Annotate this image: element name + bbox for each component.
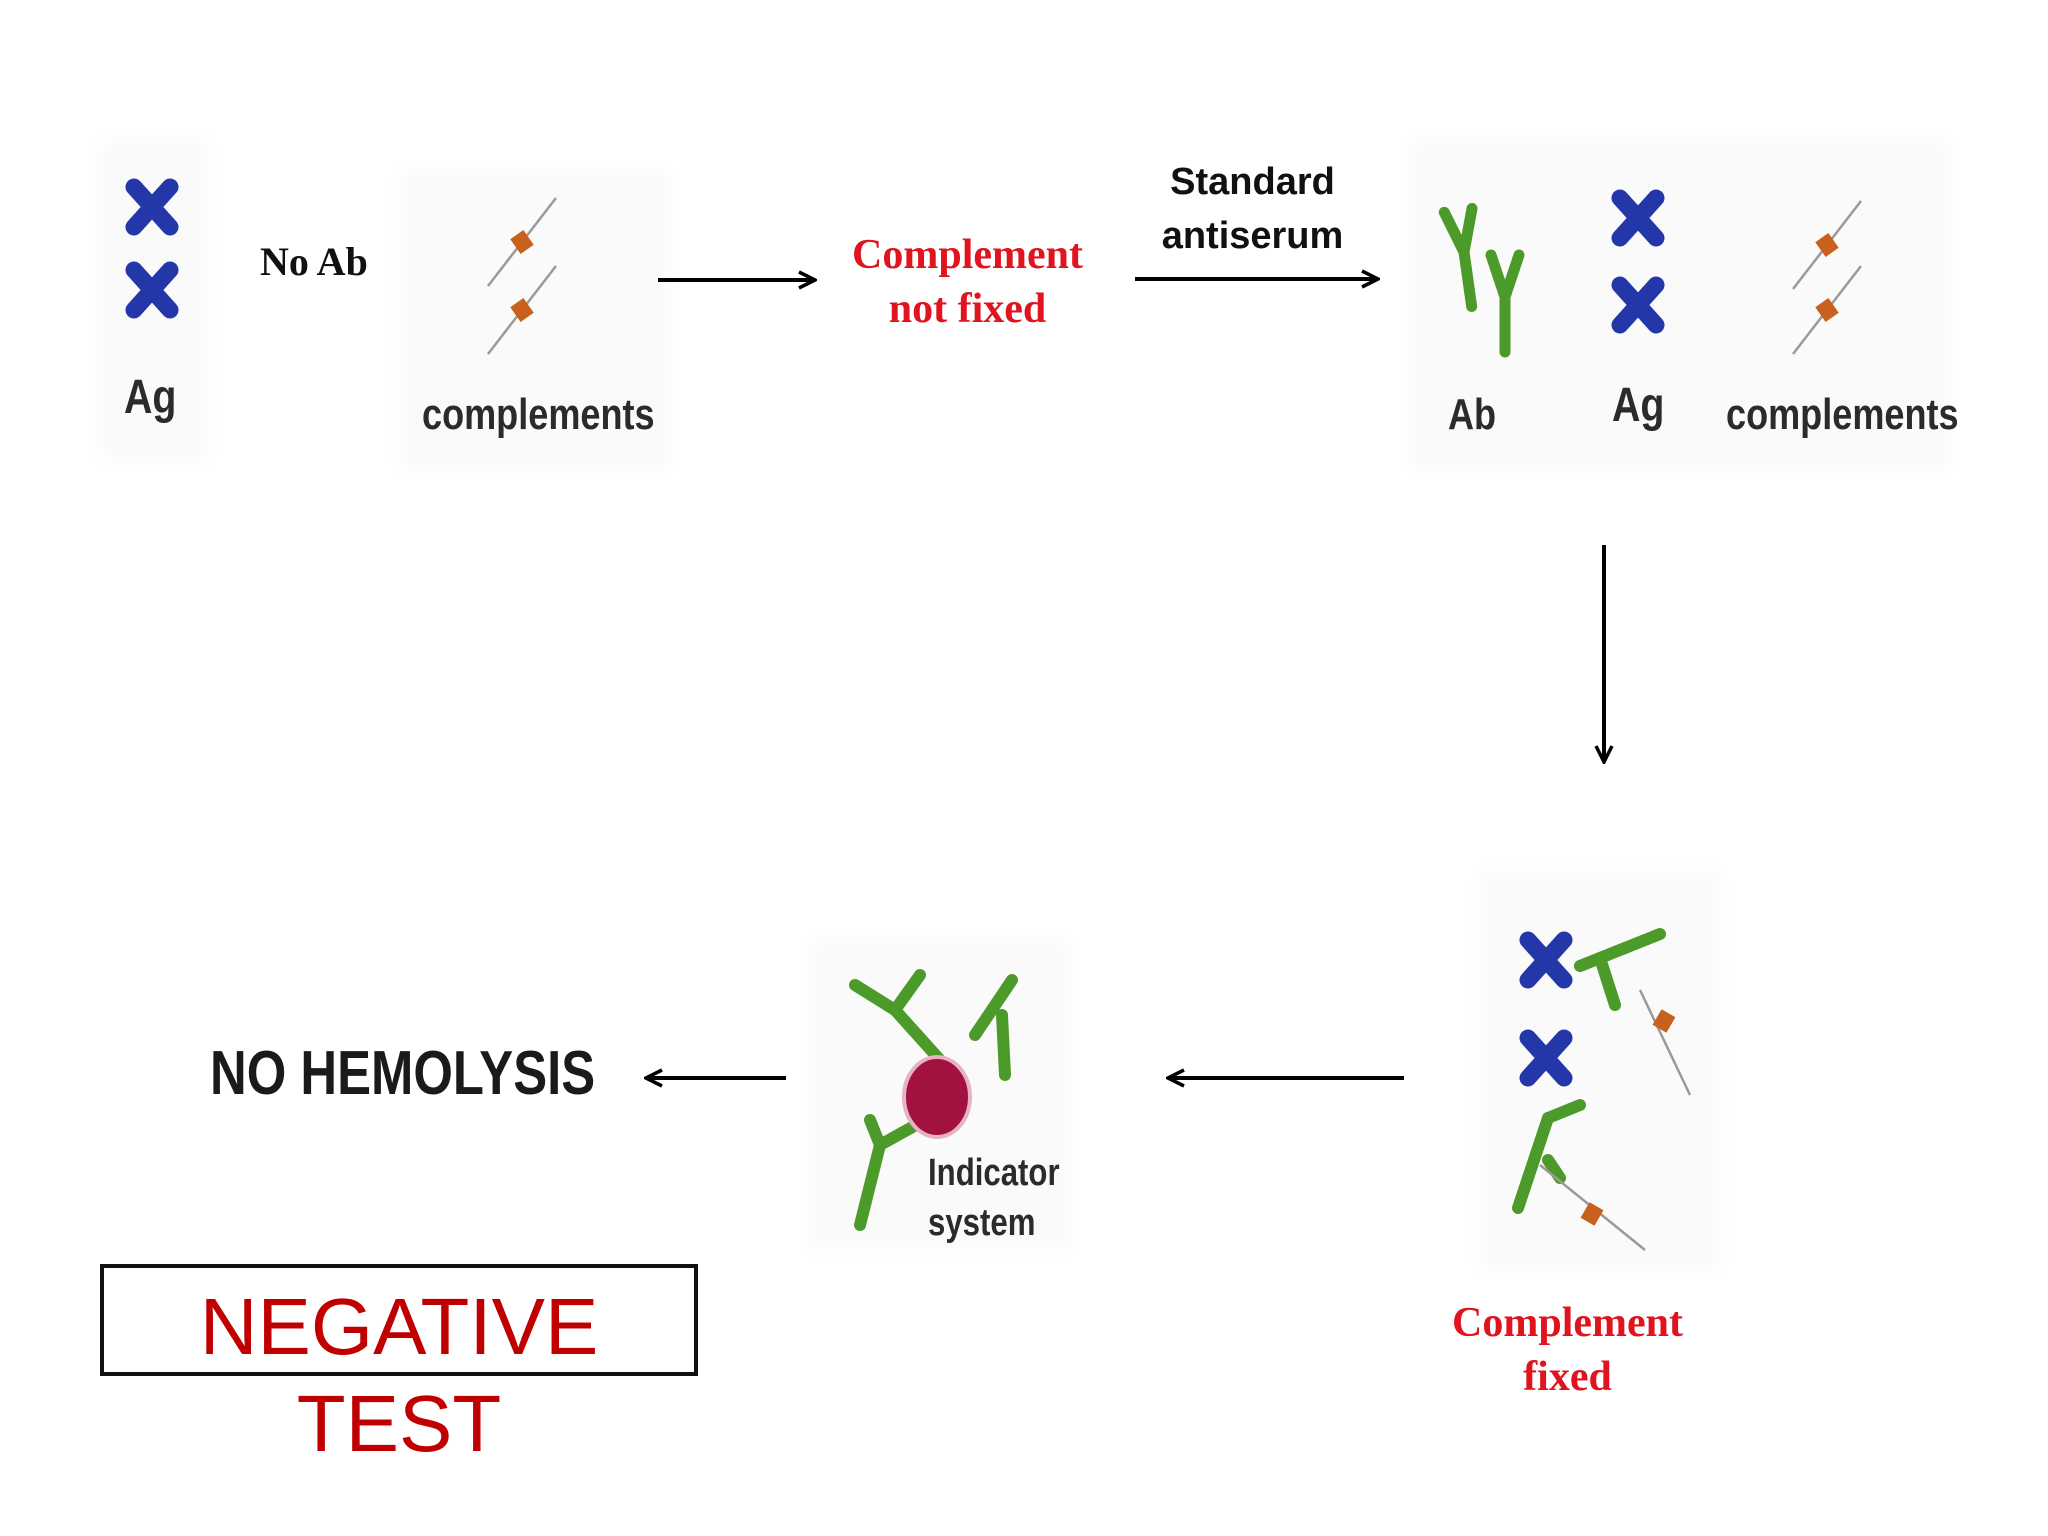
fixed-complex-icon xyxy=(1512,928,1692,1251)
complement-icon-2 xyxy=(1791,199,1863,356)
ag-label-2: Ag xyxy=(1612,379,1665,432)
result-box xyxy=(100,1264,698,1376)
complement-icon xyxy=(486,196,558,356)
complement-fixed-label: Complement fixed xyxy=(1452,1300,1683,1400)
antibody-icon xyxy=(1444,208,1519,352)
complements-label-2: complements xyxy=(1726,390,1959,439)
standard-antiserum-label: Standard antiserum xyxy=(1161,161,1344,257)
antigen-icon-2 xyxy=(1620,198,1656,325)
indicator-cell-icon xyxy=(849,969,1018,1231)
ag-label: Ag xyxy=(124,371,177,424)
no-ab-label: No Ab xyxy=(260,239,368,284)
complements-label: complements xyxy=(422,390,655,439)
indicator-system-label: Indicator system xyxy=(928,1152,1060,1244)
no-hemolysis-label: NO HEMOLYSIS xyxy=(210,1039,596,1108)
ab-label: Ab xyxy=(1448,390,1497,439)
result-text: NEGATIVE TEST xyxy=(199,1282,599,1468)
complement-not-fixed-label: Complement not fixed xyxy=(852,232,1083,332)
antigen-icon xyxy=(134,187,170,310)
